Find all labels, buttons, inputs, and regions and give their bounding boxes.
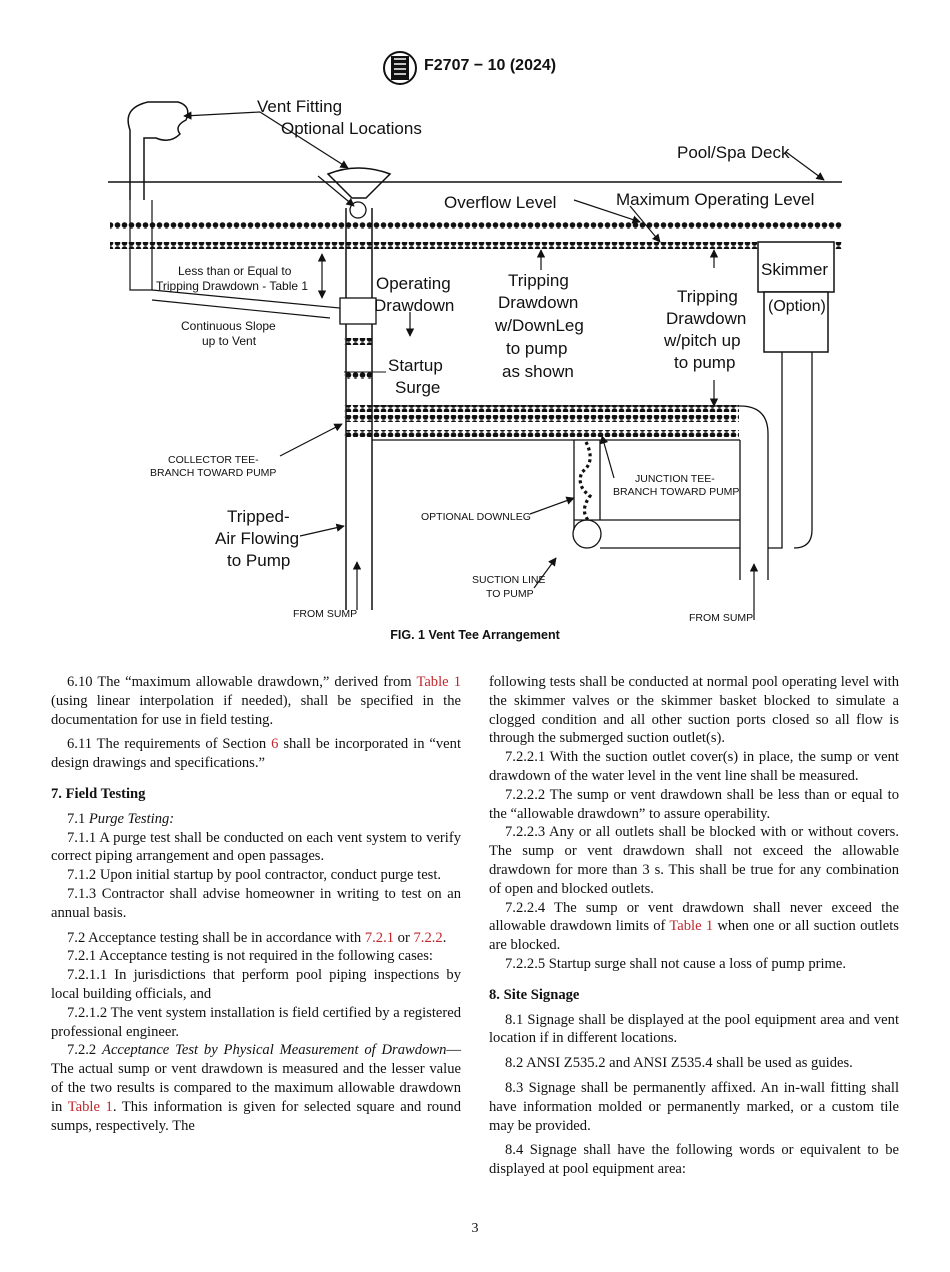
right-column: following tests shall be conducted at no… bbox=[489, 673, 899, 1179]
label-tripping-a4: to pump bbox=[506, 339, 567, 358]
para-7-2-2-4: 7.2.2.4 The sump or vent drawdown shall … bbox=[489, 899, 899, 954]
collector-tee bbox=[339, 297, 377, 325]
para-7-1-3: 7.1.3 Contractor shall advise homeowner … bbox=[51, 885, 461, 921]
label-tripped-1: Tripped- bbox=[227, 507, 290, 526]
label-suction-1: SUCTION LINE bbox=[472, 574, 546, 586]
para-7-2-2: 7.2.2 Acceptance Test by Physical Measur… bbox=[51, 1042, 461, 1134]
astm-logo-icon bbox=[383, 51, 417, 85]
label-deck: Pool/Spa Deck bbox=[677, 143, 790, 162]
label-option: (Option) bbox=[768, 298, 826, 315]
left-column: 6.10 The “maximum allowable drawdown,” d… bbox=[51, 673, 461, 1135]
link-table-1[interactable]: Table 1 bbox=[416, 674, 462, 690]
drawdown-line-1 bbox=[344, 405, 739, 412]
label-junction-2: BRANCH TOWARD PUMP bbox=[613, 486, 739, 498]
label-suction-2: TO PUMP bbox=[486, 588, 534, 600]
label-skimmer: Skimmer bbox=[761, 260, 828, 279]
label-operating: Operating bbox=[376, 274, 451, 293]
para-7-1: 7.1 Purge Testing: bbox=[67, 810, 175, 827]
page-number: 3 bbox=[471, 1221, 479, 1236]
label-collector-1: COLLECTOR TEE- bbox=[168, 454, 259, 466]
vent-tee-diagram: Vent Fitting Optional Locations Pool/Spa… bbox=[108, 97, 842, 624]
para-7-2-2-3: 7.2.2.3 Any or all outlets shall be bloc… bbox=[489, 824, 899, 897]
label-tripped-3: to Pump bbox=[227, 551, 290, 570]
label-optional-locations: Optional Locations bbox=[281, 119, 422, 138]
label-tripping-a3: w/DownLeg bbox=[494, 316, 584, 335]
label-startup: Startup bbox=[388, 356, 443, 375]
label-tripping-a5: as shown bbox=[502, 362, 574, 381]
downleg-elbow bbox=[572, 519, 602, 549]
section-8-heading: 8. Site Signage bbox=[489, 986, 580, 1003]
label-slope-2: up to Vent bbox=[202, 334, 257, 348]
para-7-2-2-1: 7.2.2.1 With the suction outlet cover(s)… bbox=[489, 749, 899, 784]
para-8-2: 8.2 ANSI Z535.2 and ANSI Z535.4 shall be… bbox=[505, 1055, 853, 1072]
document-id: F2707 − 10 (2024) bbox=[424, 57, 557, 74]
label-overflow-level: Overflow Level bbox=[444, 193, 556, 212]
label-downleg: OPTIONAL DOWNLEG bbox=[421, 511, 531, 523]
para-7-2-2-2: 7.2.2.2 The sump or vent drawdown shall … bbox=[489, 786, 899, 822]
label-tripping-b3: w/pitch up bbox=[663, 331, 741, 350]
skimmer-body bbox=[763, 291, 829, 353]
figure-caption: FIG. 1 Vent Tee Arrangement bbox=[390, 628, 560, 642]
para-8-4: 8.4 Signage shall have the following wor… bbox=[489, 1142, 899, 1178]
downleg-beads bbox=[578, 441, 593, 521]
drawdown-line-2 bbox=[344, 415, 739, 422]
label-tripping-b1: Tripping bbox=[677, 287, 738, 306]
para-6-11: 6.11 The requirements of Section 6 shall… bbox=[51, 736, 462, 772]
label-less-than-1: Less than or Equal to bbox=[178, 264, 292, 278]
startup-surge-bead-1 bbox=[344, 338, 372, 345]
label-tripping-b2: Drawdown bbox=[666, 309, 746, 328]
para-7-2-1-1: 7.2.1.1 In jurisdictions that perform po… bbox=[51, 967, 461, 1002]
vent-fitting-bubble bbox=[127, 101, 189, 200]
label-slope-1: Continuous Slope bbox=[181, 319, 276, 333]
vent-tee-figure: Vent Fitting Optional Locations Pool/Spa… bbox=[100, 90, 850, 630]
vent-fitting-funnel bbox=[326, 167, 392, 199]
optional-vent-pipe bbox=[129, 200, 153, 291]
label-collector-2: BRANCH TOWARD PUMP bbox=[150, 467, 276, 479]
para-8-3: 8.3 Signage shall be permanently affixed… bbox=[489, 1079, 899, 1134]
skimmer-box bbox=[757, 241, 835, 293]
page-header: F2707 − 10 (2024) bbox=[0, 50, 950, 86]
link-table-1[interactable]: Table 1 bbox=[67, 1098, 113, 1115]
label-vent-fitting: Vent Fitting bbox=[257, 97, 342, 116]
label-max-operating-level: Maximum Operating Level bbox=[616, 190, 814, 209]
para-7-1-1: 7.1.1 A purge test shall be conducted on… bbox=[51, 829, 461, 865]
label-tripping-b4: to pump bbox=[674, 353, 735, 372]
label-tripped-2: Air Flowing bbox=[215, 529, 299, 548]
label-from-sump-2: FROM SUMP bbox=[689, 612, 753, 624]
para-7-2-1-2: 7.2.1.2 The vent system installation is … bbox=[51, 1004, 461, 1040]
label-tripping-a1: Tripping bbox=[508, 271, 569, 290]
max-operating-level-line bbox=[110, 222, 842, 229]
startup-surge-bead-2 bbox=[344, 372, 372, 379]
para-7-2-2-5: 7.2.2.5 Startup surge shall not cause a … bbox=[505, 955, 847, 972]
link-7-2-1[interactable]: 7.2.1 bbox=[364, 929, 395, 946]
section-7-heading: 7. Field Testing bbox=[51, 785, 146, 802]
para-6-10: 6.10 The “maximum allowable drawdown,” d… bbox=[51, 674, 462, 728]
link-table-1[interactable]: Table 1 bbox=[669, 918, 714, 935]
para-7-2: 7.2 Acceptance testing shall be in accor… bbox=[67, 929, 447, 946]
overflow-level-line bbox=[110, 242, 842, 249]
para-8-1: 8.1 Signage shall be displayed at the po… bbox=[489, 1011, 899, 1047]
label-surge: Surge bbox=[395, 378, 440, 397]
drawdown-line-3 bbox=[344, 430, 739, 437]
label-from-sump-1: FROM SUMP bbox=[293, 608, 357, 620]
link-section-6[interactable]: 6 bbox=[271, 736, 279, 753]
link-7-2-2[interactable]: 7.2.2 bbox=[413, 929, 443, 946]
para-7-2-1: 7.2.1 Acceptance testing is not required… bbox=[67, 948, 433, 965]
para-7-1-2: 7.1.2 Upon initial startup by pool contr… bbox=[67, 867, 442, 884]
label-drawdown: Drawdown bbox=[374, 296, 454, 315]
label-less-than-2: Tripping Drawdown - Table 1 bbox=[156, 279, 308, 293]
para-7-2-2-cont: following tests shall be conducted at no… bbox=[489, 674, 899, 747]
label-tripping-a2: Drawdown bbox=[498, 293, 578, 312]
label-junction-1: JUNCTION TEE- bbox=[635, 473, 715, 485]
